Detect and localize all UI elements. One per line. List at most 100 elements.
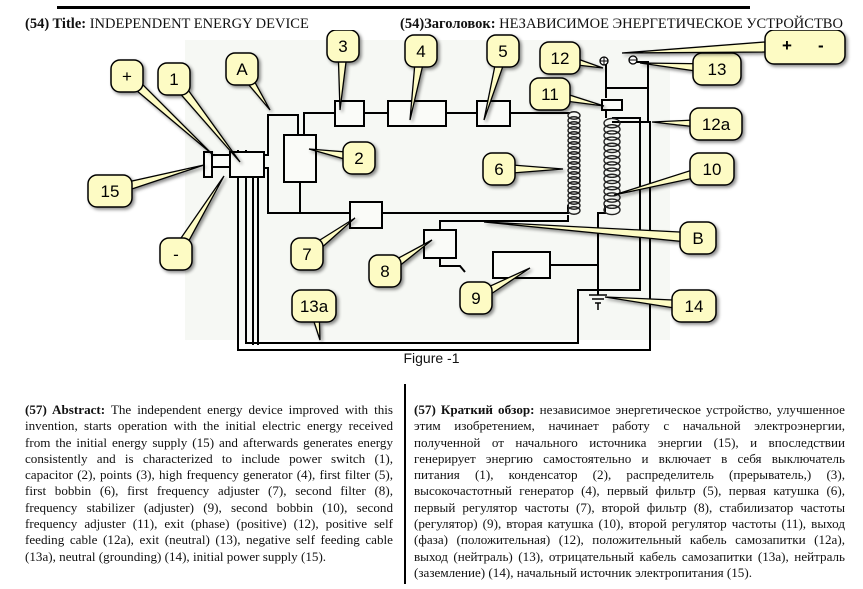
- callout-9-label: 9: [471, 289, 480, 308]
- coil-turn: [603, 204, 621, 216]
- callout-b: B: [483, 221, 717, 255]
- callout-5-fill: [488, 36, 518, 66]
- coil-turn: [603, 167, 621, 179]
- callout-14: 14: [604, 289, 717, 323]
- callout-12: 12: [539, 41, 604, 75]
- callout-a: A: [225, 52, 271, 111]
- coil-turn: [603, 198, 621, 210]
- components: [203, 99, 623, 279]
- abstract-english-text: The independent energy device improved w…: [25, 402, 393, 564]
- coil-turn: [567, 111, 581, 120]
- callout-14-fill: [673, 291, 715, 321]
- coil-turn: [603, 185, 621, 197]
- callout-10: 10: [613, 152, 735, 196]
- coil-turn: [603, 123, 621, 135]
- callout-5: 5: [483, 34, 520, 121]
- top-rule-right: [430, 6, 750, 9]
- callout-13-label: 13: [708, 60, 727, 79]
- callout-2-fill: [344, 143, 374, 173]
- coil-turn: [567, 151, 581, 160]
- initial-power-supply-15: [203, 151, 213, 178]
- wiring: [237, 60, 651, 351]
- coil-turn: [567, 126, 581, 135]
- callout-3: 3: [326, 30, 360, 111]
- ground-symbol-14: [589, 294, 607, 310]
- callout-7-fill: [292, 239, 322, 269]
- callout-11: 11: [529, 77, 605, 111]
- callout-8-label: 8: [380, 262, 389, 281]
- callout-12a-label: 12a: [702, 115, 731, 134]
- coil-turn: [567, 166, 581, 175]
- callout-6-fill: [484, 154, 514, 184]
- coil-turn: [567, 206, 581, 215]
- abstract-russian-label: (57) Краткий обзор:: [414, 402, 535, 417]
- callout-13: 13: [639, 52, 742, 86]
- callout-13a-fill: [293, 291, 335, 321]
- callout-plus-minus-plus-label: +: [782, 36, 792, 55]
- callout-12a-fill: [691, 109, 741, 139]
- coil-turn: [567, 171, 581, 180]
- callout-8: 8: [368, 239, 433, 288]
- callout-minus-fill: [161, 239, 191, 269]
- coil-turn: [603, 130, 621, 141]
- callout-a-label: A: [236, 60, 248, 79]
- coil-turn: [567, 141, 581, 150]
- coil-turn: [603, 192, 621, 203]
- callout-3-label: 3: [338, 37, 347, 56]
- callout-6: 6: [482, 152, 564, 186]
- callout-12-label: 12: [551, 49, 570, 68]
- high-frequency-generator-4: [387, 100, 447, 127]
- first-bobbin-6: [567, 111, 581, 215]
- callout-9: 9: [459, 267, 531, 315]
- coil-turn: [567, 181, 581, 190]
- coil-turn: [567, 131, 581, 140]
- coil-turn: [567, 191, 581, 200]
- coil-turn: [567, 156, 581, 165]
- callout-b-fill: [681, 223, 715, 253]
- callout-10-fill: [691, 154, 733, 184]
- title-russian-label: (54)Заголовок:: [400, 16, 496, 32]
- coil-turn: [567, 116, 581, 125]
- callout-15-label: 15: [101, 182, 120, 201]
- callout-plus-minus: +-: [621, 30, 846, 65]
- callout-10-label: 10: [703, 160, 722, 179]
- callout-1: 1: [157, 62, 241, 163]
- first-frequency-adjuster-7: [349, 201, 383, 229]
- title-english: (54) Title: INDEPENDENT ENERGY DEVICE: [25, 16, 309, 33]
- second-bobbin-10: [603, 117, 621, 216]
- callout-4: 4: [404, 34, 438, 121]
- callout-12a: 12a: [651, 107, 743, 141]
- callout-minus: -: [159, 175, 225, 271]
- coil-turn: [567, 201, 581, 210]
- callout-7-label: 7: [302, 245, 311, 264]
- column-divider: [404, 384, 406, 584]
- title-russian: (54)Заголовок: НЕЗАВИСИМОЕ ЭНЕРГЕТИЧЕСКО…: [400, 16, 843, 33]
- callout-a-fill: [227, 54, 257, 84]
- abstract-english-label: (57) Abstract:: [25, 402, 106, 417]
- callout-13-fill: [694, 54, 740, 84]
- coil-turn: [567, 146, 581, 155]
- callout-5-label: 5: [498, 42, 507, 61]
- coil-turn: [603, 154, 621, 166]
- callout-11-fill: [531, 79, 569, 109]
- coil-turn: [603, 173, 621, 185]
- callout-8-fill: [370, 256, 400, 286]
- coil-turn: [603, 136, 621, 148]
- coil-turn: [603, 161, 621, 172]
- callout-15-fill: [89, 176, 131, 206]
- coil-turn: [567, 161, 581, 170]
- callout-2: 2: [308, 141, 376, 175]
- title-english-label: (54) Title:: [25, 16, 87, 32]
- callout-14-label: 14: [685, 297, 704, 316]
- first-filter-5: [476, 100, 511, 127]
- coil-turn: [603, 117, 621, 129]
- switch-leads: [252, 177, 259, 345]
- callout-15: 15: [87, 164, 205, 208]
- callout-4-fill: [406, 36, 436, 66]
- callout-11-label: 11: [541, 85, 559, 104]
- callout-1-fill: [159, 64, 189, 94]
- callout-3-fill: [328, 31, 358, 61]
- abstract-russian: (57) Краткий обзор: независимое энергети…: [414, 402, 845, 581]
